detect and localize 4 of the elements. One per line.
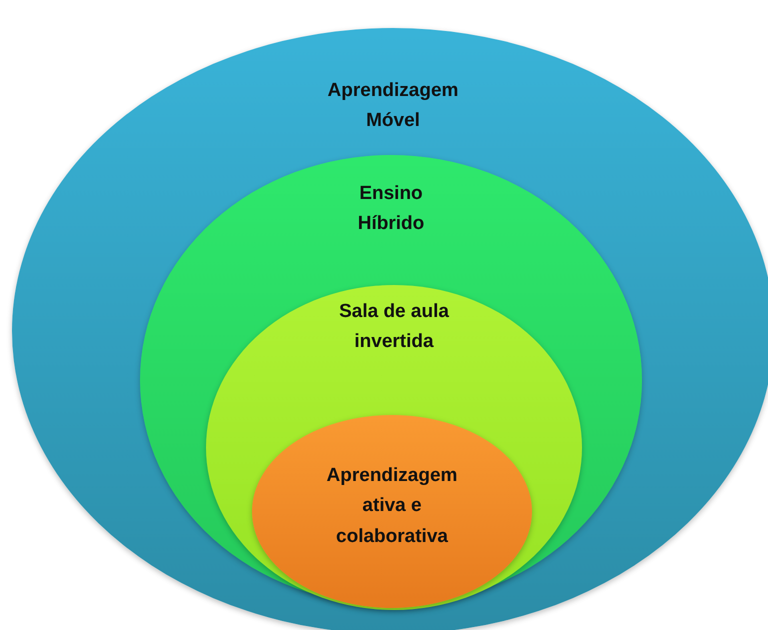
ellipse-label: Sala de aula invertida [338, 300, 450, 354]
ellipse-label: Aprendizagem Móvel [326, 79, 460, 134]
ellipse-label: Ensino Híbrido [356, 182, 426, 236]
ellipse-label: Aprendizagem ativa e colaborativa [326, 464, 458, 549]
